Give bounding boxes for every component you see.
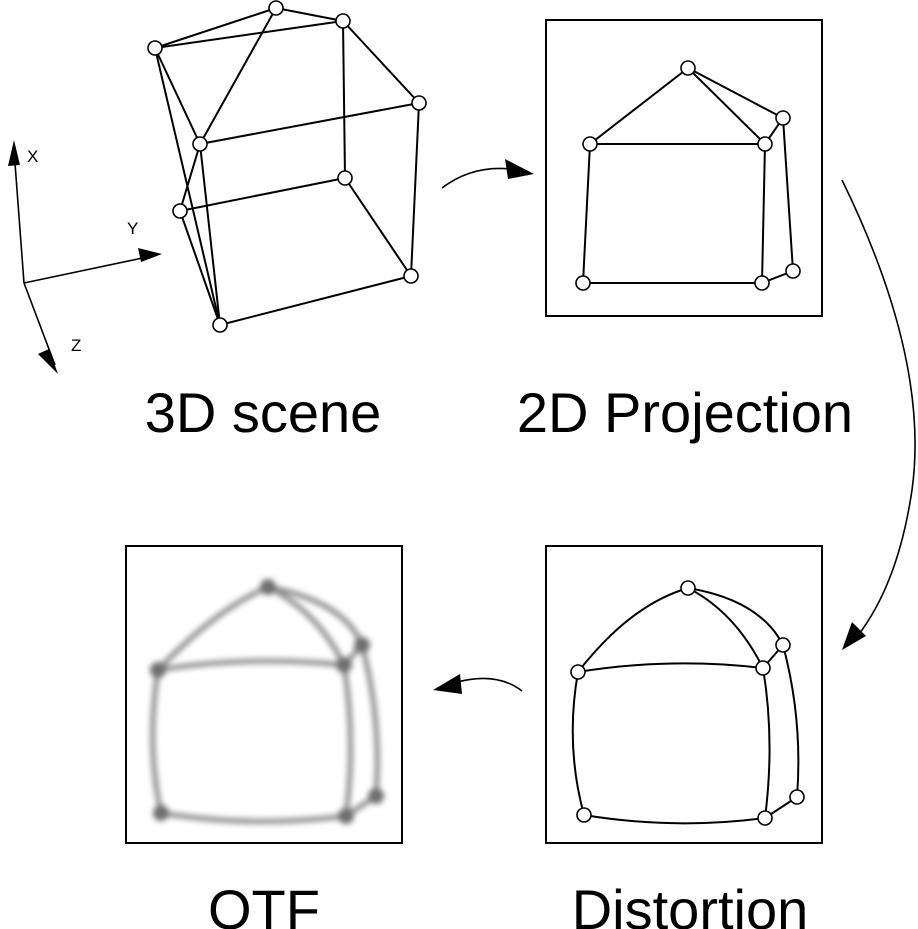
z-axis-label: Z — [71, 336, 81, 355]
blurred-house — [150, 579, 384, 824]
arrow-distortion-to-otf — [433, 674, 523, 694]
arrow-projection-to-distortion — [841, 179, 916, 650]
coordinate-axes: X Y Z — [8, 140, 162, 374]
distortion-panel — [545, 545, 823, 844]
projection-panel — [545, 19, 823, 317]
y-axis-arrowhead — [138, 248, 162, 262]
arrow-scene-to-projection — [441, 159, 534, 189]
x-axis-label: X — [27, 147, 38, 166]
label-otf: OTF — [208, 878, 320, 929]
y-axis-label: Y — [127, 219, 138, 238]
label-3d-scene: 3D scene — [145, 381, 382, 444]
z-axis-arrowhead — [38, 349, 58, 374]
label-distortion: Distortion — [572, 878, 809, 929]
label-2d-projection: 2D Projection — [517, 381, 853, 444]
otf-panel — [125, 545, 403, 844]
wireframe-3d-house — [147, 0, 427, 333]
x-axis-arrowhead — [8, 140, 20, 166]
